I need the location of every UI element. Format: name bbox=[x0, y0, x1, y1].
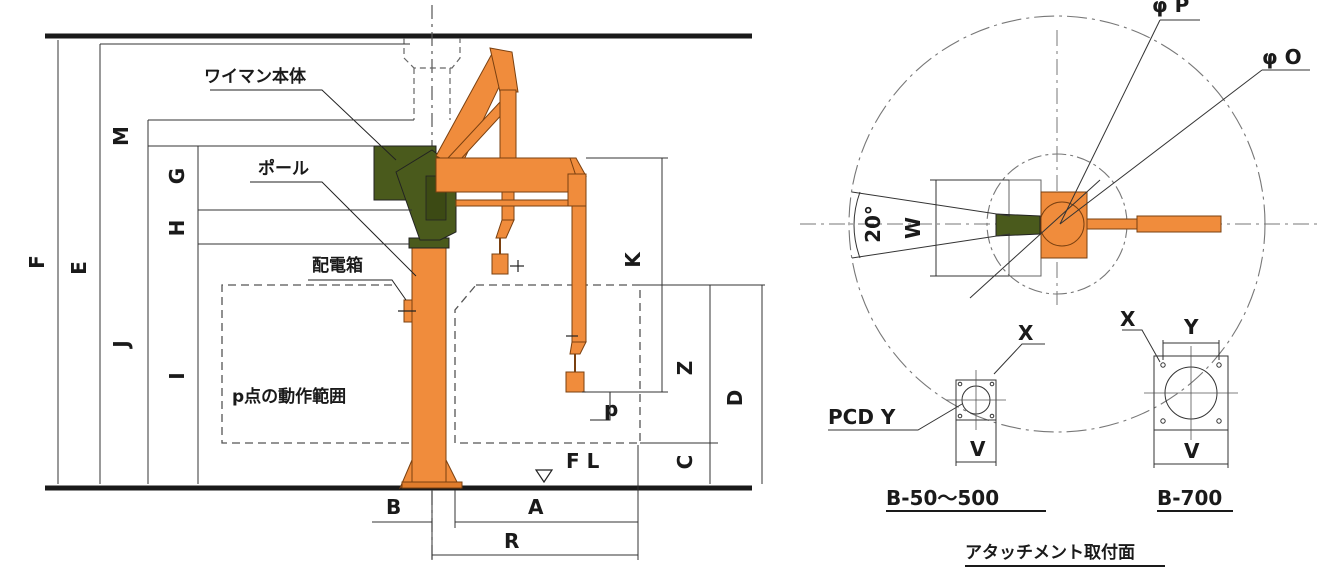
dim-E: E bbox=[67, 261, 91, 275]
range-left bbox=[221, 284, 411, 444]
dim-B: B bbox=[386, 495, 401, 519]
dim-I: I bbox=[165, 372, 189, 379]
dim-C: C bbox=[673, 455, 697, 470]
label-attach: アタッチメント取付面 bbox=[965, 542, 1135, 563]
dim-R: R bbox=[504, 529, 519, 553]
pole bbox=[411, 243, 447, 483]
range-right bbox=[454, 284, 641, 444]
label-pcd: PCD Y bbox=[828, 405, 896, 429]
dim-K: K bbox=[621, 251, 645, 268]
dim-D: D bbox=[723, 390, 747, 407]
upper-arm-head bbox=[489, 47, 519, 93]
label-body: ワイマン本体 bbox=[204, 66, 307, 87]
leader-box bbox=[308, 279, 407, 301]
label-p: p bbox=[604, 397, 618, 421]
label-phiO: φ O bbox=[1262, 45, 1302, 69]
label-pole: ポール bbox=[258, 158, 309, 179]
outer-hanger bbox=[571, 205, 587, 343]
outer-hanger-joint bbox=[567, 173, 587, 207]
inner-hanger-tip bbox=[495, 219, 515, 239]
pole-base bbox=[401, 481, 463, 489]
ceiling-bracket bbox=[403, 38, 461, 69]
attachment-b50 bbox=[828, 343, 1045, 466]
label-range: p点の動作範囲 bbox=[232, 386, 346, 407]
top-view-housing bbox=[1040, 191, 1088, 259]
top-view-gearbox bbox=[995, 213, 1041, 237]
leader-body bbox=[210, 89, 397, 161]
left-dimensions bbox=[57, 40, 414, 484]
leader-pole bbox=[250, 181, 417, 277]
right-dimensions bbox=[586, 157, 765, 484]
bottom-dimensions bbox=[372, 445, 639, 560]
label-b50: B-50～500 bbox=[886, 486, 999, 510]
dim-Z: Z bbox=[673, 361, 697, 376]
dim-A: A bbox=[528, 495, 544, 519]
dim-G: G bbox=[165, 168, 189, 184]
outer-hanger-tip bbox=[569, 341, 587, 355]
inner-tool bbox=[491, 253, 509, 275]
dim-X-b50: X bbox=[1018, 321, 1034, 345]
top-view-arm-end bbox=[1136, 215, 1222, 233]
dim-W: W bbox=[901, 217, 925, 239]
dim-X-b700: X bbox=[1120, 307, 1136, 331]
label-deg: 20° bbox=[861, 205, 885, 243]
top-view-arm bbox=[1086, 218, 1138, 230]
floor-level-mark bbox=[534, 469, 554, 484]
dim-V-b700: V bbox=[1184, 439, 1200, 463]
label-box: 配電箱 bbox=[312, 255, 363, 276]
dim-F: F bbox=[25, 255, 49, 269]
horizontal-arm bbox=[435, 157, 577, 193]
dim-Y-b700: Y bbox=[1183, 315, 1199, 339]
dim-J: J bbox=[109, 340, 133, 349]
lower-rod bbox=[455, 199, 573, 207]
dim-M: M bbox=[109, 126, 133, 146]
dim-H: H bbox=[165, 220, 189, 237]
label-b700: B-700 bbox=[1157, 486, 1222, 510]
top-view-dimensions bbox=[851, 19, 1310, 299]
dim-V-b50: V bbox=[970, 437, 986, 461]
label-fl: F L bbox=[566, 449, 600, 473]
attachment-b700 bbox=[1122, 329, 1238, 468]
outer-tool bbox=[565, 371, 585, 393]
label-phiP: φ P bbox=[1152, 0, 1189, 17]
